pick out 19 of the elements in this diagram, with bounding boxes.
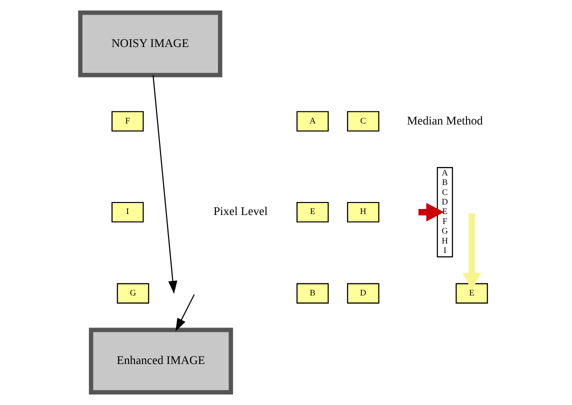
node-box: E [296, 202, 329, 222]
arrow [176, 294, 195, 332]
node-box: A [296, 111, 329, 132]
node-box: NOISY IMAGE [78, 10, 222, 78]
arrow [152, 75, 178, 294]
node-box: Enhanced IMAGE [88, 328, 234, 394]
node-box: C [347, 111, 380, 132]
label: Median Method [406, 113, 483, 128]
node-box: I [112, 202, 144, 222]
label: Pixel Level [213, 204, 268, 218]
node-box: F [112, 111, 144, 132]
arrow [418, 202, 444, 222]
node-box: E [456, 283, 488, 304]
arrow [462, 213, 482, 290]
node-box: A B C D E F G H I [436, 167, 453, 258]
node-box: B [296, 283, 329, 304]
node-box: G [116, 283, 150, 304]
node-box: D [347, 283, 380, 304]
node-box: H [347, 202, 380, 222]
